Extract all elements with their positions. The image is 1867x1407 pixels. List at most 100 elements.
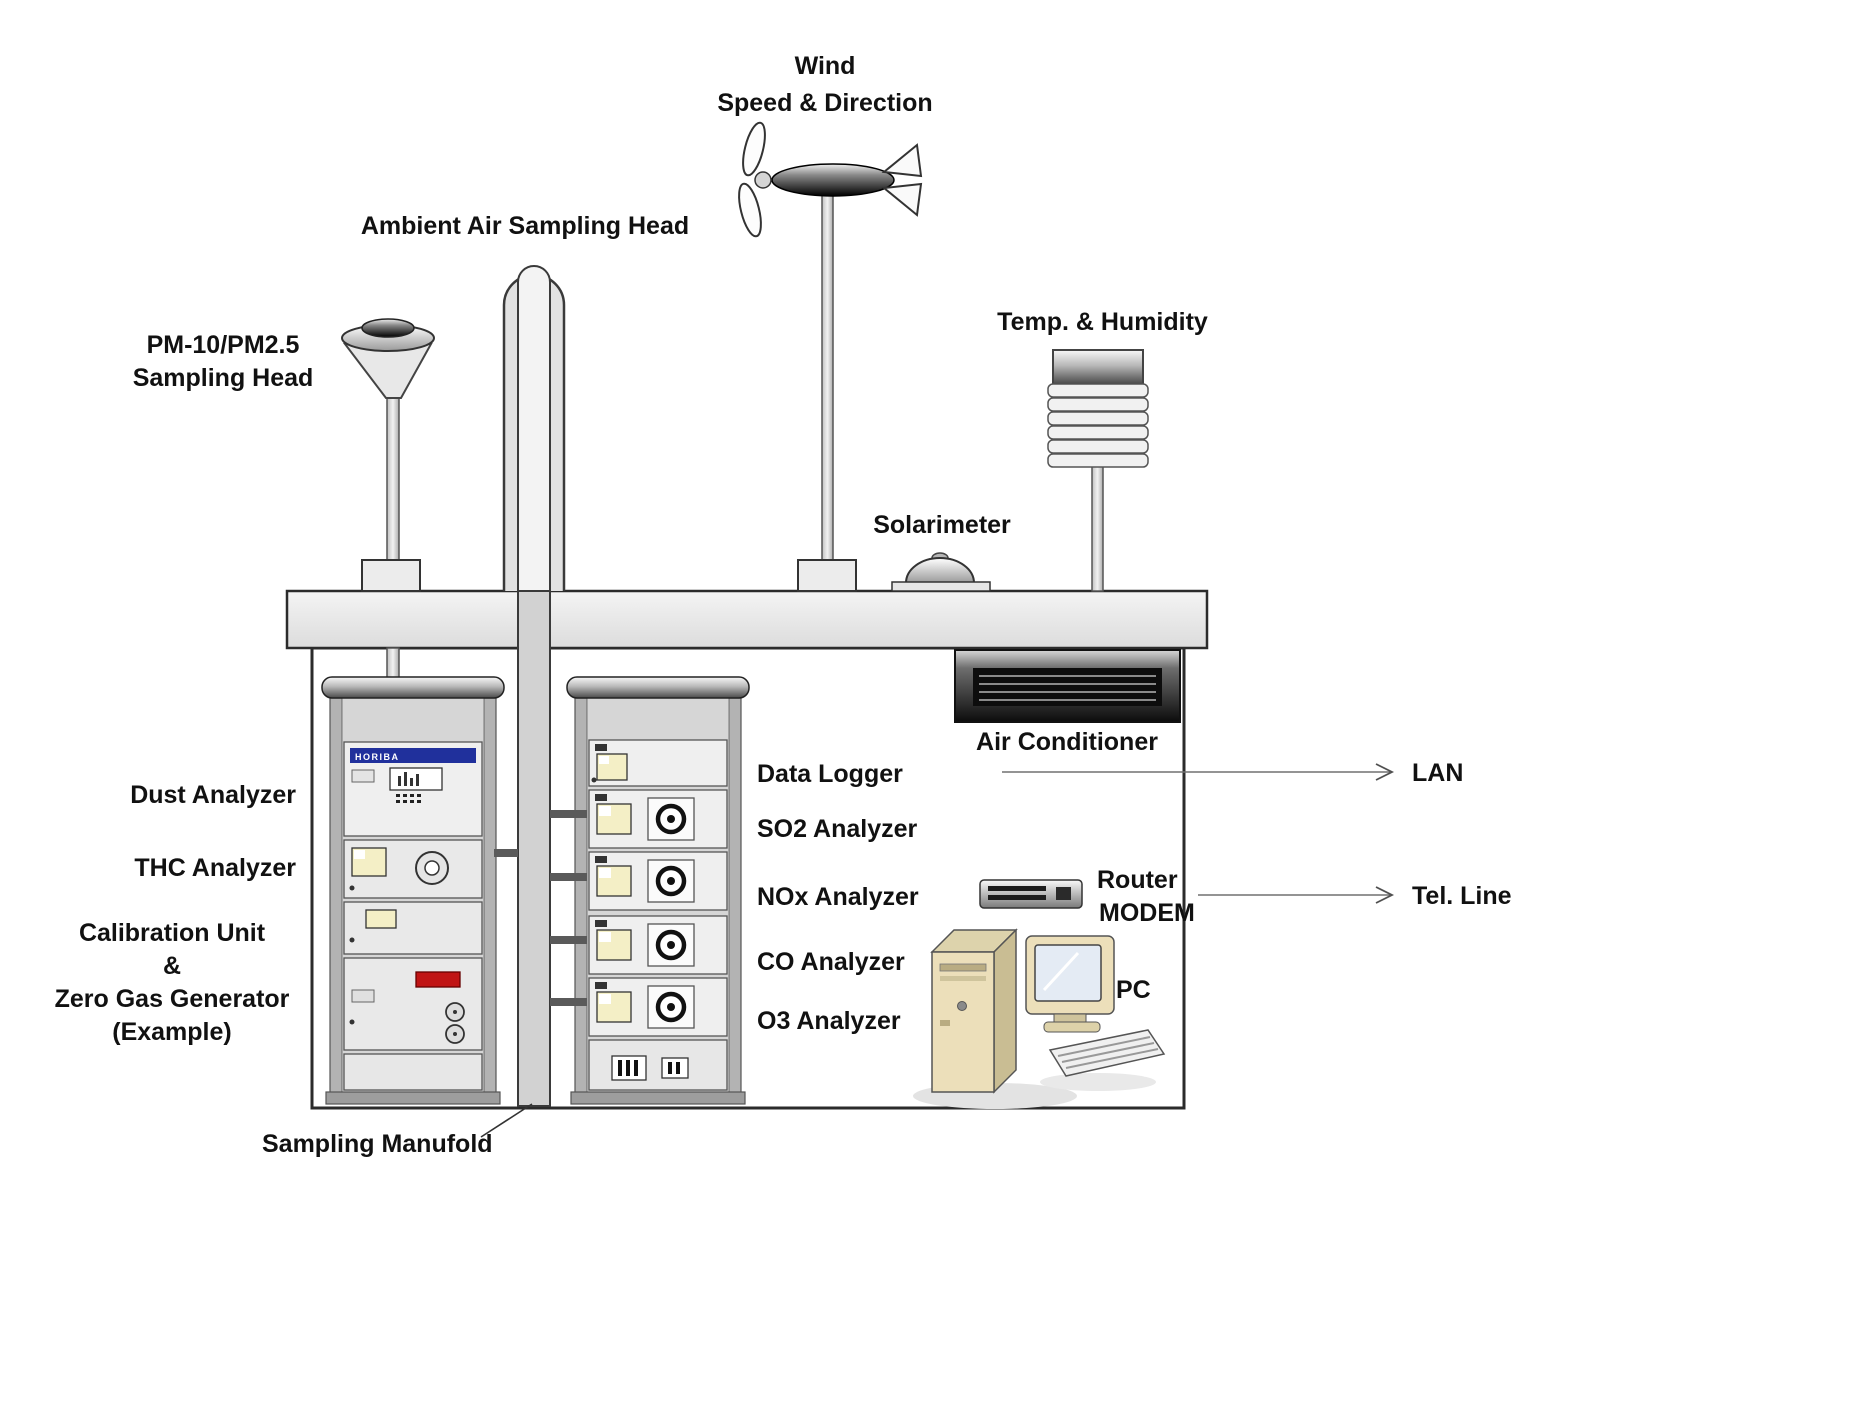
data-logger-unit — [588, 739, 728, 787]
pm-pole-inside — [386, 647, 400, 680]
pc-label: PC — [1116, 974, 1151, 1007]
zero-gas-knob-1-dot — [453, 1010, 457, 1014]
left-rack-post-left — [329, 697, 343, 1097]
dust-buttons — [396, 794, 421, 803]
calibration-unit — [343, 901, 483, 955]
router-modem — [979, 879, 1083, 909]
solarimeter-dome — [904, 557, 976, 584]
sampling-manifold — [494, 590, 587, 1107]
pm-sampling-head — [341, 318, 435, 680]
wind-label-line2: Speed & Direction — [717, 89, 933, 117]
o3-analyzer-label: O3 Analyzer — [757, 1005, 901, 1038]
temp-humidity-sensor — [1047, 349, 1149, 592]
wind-label: Wind Speed & Direction — [680, 48, 970, 122]
calibration-display — [365, 909, 397, 929]
calibration-label-line4: (Example) — [112, 1018, 232, 1046]
manifold-pointer-line — [480, 1103, 533, 1138]
tel-connection — [1198, 886, 1395, 904]
solarimeter — [891, 552, 991, 592]
air-conditioner-label: Air Conditioner — [972, 726, 1162, 759]
pc-tower — [930, 928, 1018, 1094]
manifold-stubs — [494, 810, 587, 1006]
data-logger-label-text: Data Logger — [757, 760, 903, 788]
tel-arrowhead-icon — [1375, 886, 1395, 904]
pc-monitor — [1025, 935, 1115, 1033]
right-rack-post-right — [728, 697, 742, 1097]
router-label-text: Router — [1097, 866, 1178, 894]
th-pole — [1091, 465, 1104, 592]
keyboard-shadow — [1040, 1073, 1156, 1091]
thc-analyzer-label: THC Analyzer — [110, 852, 296, 885]
pm-base-block — [361, 559, 421, 592]
o3-analyzer-label-text: O3 Analyzer — [757, 1007, 901, 1035]
sampling-manifold-label-text: Sampling Manufold — [262, 1130, 493, 1158]
so2-analyzer-label: SO2 Analyzer — [757, 813, 917, 846]
zero-gas-led — [349, 1019, 355, 1025]
propeller-hub — [754, 171, 772, 189]
thc-analyzer-label-text: THC Analyzer — [134, 854, 296, 882]
temp-humidity-label-text: Temp. & Humidity — [997, 308, 1208, 336]
roof-rect — [285, 589, 1209, 650]
propeller-blade-top — [742, 121, 766, 177]
pc-label-text: PC — [1116, 976, 1151, 1004]
tel-line-label-text: Tel. Line — [1412, 882, 1512, 910]
monitor-screen — [1034, 944, 1102, 1002]
left-rack-bottom-panel — [343, 1053, 483, 1091]
calibration-led — [349, 937, 355, 943]
thc-led — [349, 885, 355, 891]
thc-display-window — [354, 850, 365, 859]
modem-label-text: MODEM — [1099, 899, 1195, 927]
so2-analyzer-unit — [588, 789, 728, 849]
co-analyzer-unit — [588, 915, 728, 975]
solarimeter-base — [891, 581, 991, 592]
lan-connection — [1002, 763, 1395, 781]
left-rack: HORIBA — [321, 676, 505, 1105]
pm-cap — [361, 318, 415, 338]
pm-pole — [386, 395, 400, 563]
pm-funnel — [342, 343, 433, 399]
dust-analyzer-label: Dust Analyzer — [110, 779, 296, 812]
co-analyzer-label-text: CO Analyzer — [757, 948, 905, 976]
left-rack-base-bar — [325, 1091, 501, 1105]
zero-gas-knob-2-dot — [453, 1032, 457, 1036]
router-label: Router — [1097, 864, 1178, 897]
manifold-tube — [517, 590, 551, 1107]
right-rack-post-left — [574, 697, 588, 1097]
brand-text: HORIBA — [355, 752, 400, 762]
calibration-label-line3: Zero Gas Generator — [54, 985, 290, 1013]
pc-keyboard — [1048, 1029, 1166, 1077]
co-analyzer-label: CO Analyzer — [757, 946, 905, 979]
pm-head-label: PM-10/PM2.5 Sampling Head — [128, 329, 318, 395]
calibration-unit-label: Calibration Unit & Zero Gas Generator (E… — [52, 917, 292, 1049]
inner-tube — [517, 265, 551, 591]
wind-label-line1: Wind — [794, 52, 856, 80]
pm-head-label-line1: PM-10/PM2.5 — [146, 331, 300, 359]
calibration-label-line1: Calibration Unit — [78, 919, 266, 947]
tel-line-label: Tel. Line — [1412, 880, 1512, 913]
ambient-sampling-tube — [502, 265, 566, 591]
calibration-label-line2: & — [162, 952, 182, 980]
o3-analyzer-unit — [588, 977, 728, 1037]
pm-head-label-line2: Sampling Head — [132, 364, 314, 392]
data-logger-label: Data Logger — [757, 758, 903, 791]
ambient-head-label-text: Ambient Air Sampling Head — [360, 212, 690, 240]
tail-fin-bottom — [881, 182, 923, 217]
right-rack-base-bar — [570, 1091, 746, 1105]
zero-gas-led-display — [415, 971, 461, 988]
dust-analyzer-label-text: Dust Analyzer — [130, 781, 296, 809]
thc-knob-inner — [424, 860, 440, 876]
tail-fin-top — [881, 143, 923, 178]
left-rack-cap — [321, 676, 505, 699]
th-top-box — [1052, 349, 1144, 385]
wind-pole — [821, 193, 834, 561]
brand-bar — [350, 748, 476, 763]
temp-humidity-label: Temp. & Humidity — [995, 306, 1210, 339]
th-louvers — [1047, 383, 1149, 468]
router-port — [1056, 887, 1071, 900]
right-rack-bottom-panel — [588, 1039, 728, 1091]
ac-vent-lines — [979, 675, 1156, 701]
lan-label-text: LAN — [1412, 759, 1464, 787]
dust-analyzer-unit: HORIBA — [343, 741, 483, 837]
